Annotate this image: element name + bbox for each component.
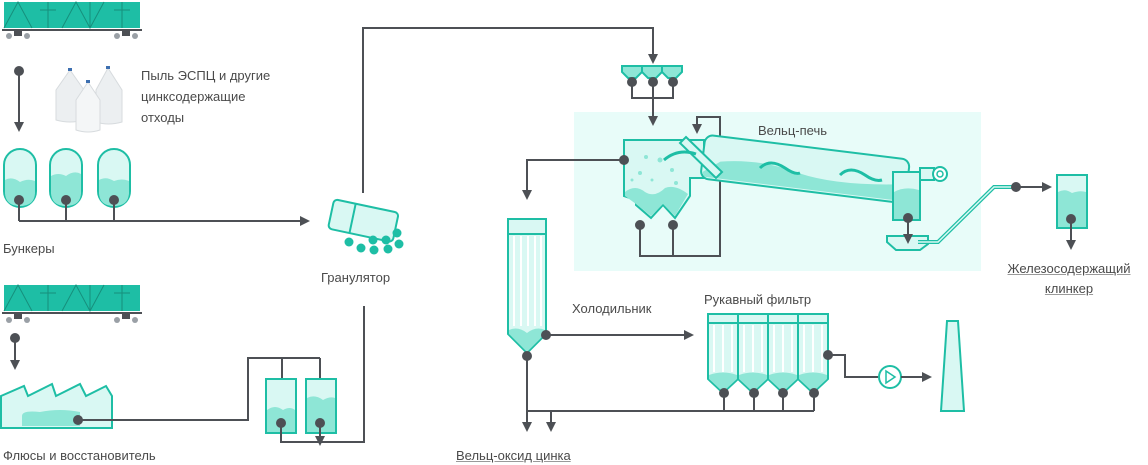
cooler-label: Холодильник [572, 301, 652, 316]
exhaust-fan-icon [878, 365, 902, 389]
bag-filter [707, 313, 833, 398]
dust-label-line2: цинксодержащие [141, 89, 246, 104]
chimney-stack [939, 320, 966, 412]
bunkers [3, 148, 131, 208]
big-bags-icon [55, 66, 123, 133]
rail-wagon-top [2, 0, 142, 39]
kiln-label: Вельц-печь [758, 123, 827, 138]
dust-label-line3: отходы [141, 110, 185, 125]
bag-filter-label: Рукавный фильтр [704, 292, 812, 307]
bunkers-label: Бункеры [3, 241, 55, 256]
zinc-oxide-link[interactable]: Вельц-оксид цинка [456, 448, 571, 463]
flux-warehouse [0, 382, 113, 429]
granulator-label: Гранулятор [321, 270, 391, 285]
feed-hoppers [621, 65, 683, 87]
flux-bins [265, 378, 337, 434]
clinker-link-line1[interactable]: Железосодержащий [1007, 261, 1131, 276]
clinker-link-line2[interactable]: клинкер [1044, 281, 1094, 296]
dust-label-line1: Пыль ЭСПЦ и другие [141, 68, 271, 83]
cooler [507, 218, 551, 361]
rail-wagon-bottom [2, 283, 142, 323]
fluxes-label: Флюсы и восстановитель [3, 448, 156, 463]
granulator-icon [327, 198, 404, 255]
